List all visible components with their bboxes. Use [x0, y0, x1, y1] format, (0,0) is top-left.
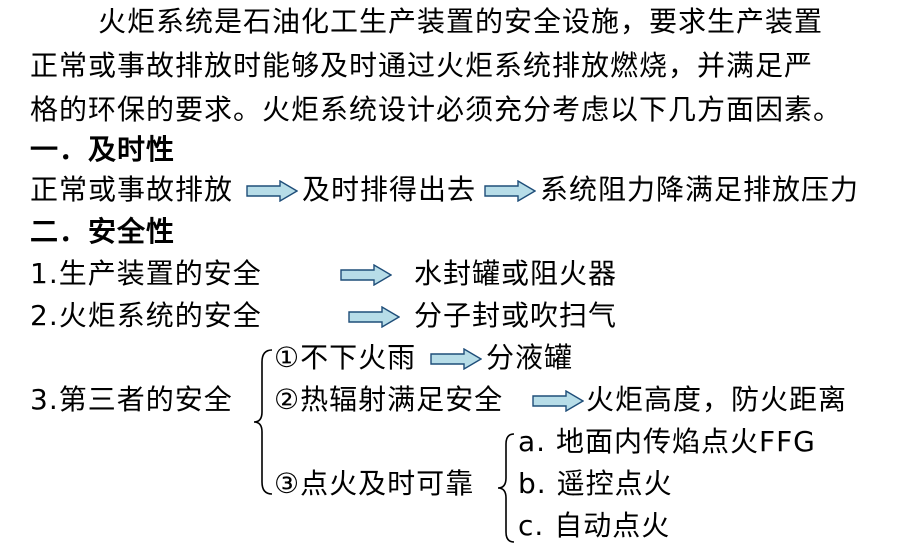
sub-item-3-label: ③点火及时可靠 — [274, 467, 475, 500]
arrow-right-icon — [430, 348, 482, 370]
section-heading-safety: 二．安全性 — [30, 215, 176, 248]
sub-item-2-result: 火炬高度，防火距离 — [586, 383, 848, 416]
safety-item-3-label: 3.第三者的安全 — [30, 383, 233, 416]
intro-line-2: 正常或事故排放时能够及时通过火炬系统排放燃烧，并满足严 — [30, 49, 814, 82]
sub-item-1-result: 分液罐 — [486, 341, 574, 374]
safety-item-1-label: 1.生产装置的安全 — [30, 257, 262, 290]
ignition-option-c: c. 自动点火 — [518, 509, 671, 542]
flow-step-2: 及时排得出去 — [302, 173, 477, 206]
flow-step-1: 正常或事故排放 — [30, 173, 234, 206]
safety-item-2-result: 分子封或吹扫气 — [414, 299, 618, 332]
section-heading-timeliness: 一．及时性 — [30, 133, 176, 166]
arrow-right-icon — [348, 306, 400, 328]
safety-item-2-label: 2.火炬系统的安全 — [30, 299, 262, 332]
flow-step-3: 系统阻力降满足排放压力 — [540, 173, 860, 206]
arrow-right-icon — [340, 264, 392, 286]
sub-item-1-label: ①不下火雨 — [274, 341, 417, 374]
intro-line-1: 火炬系统是石油化工生产装置的安全设施，要求生产装置 — [98, 5, 824, 38]
ignition-option-b: b. 遥控点火 — [518, 467, 673, 500]
ignition-option-a: a. 地面内传焰点火FFG — [518, 425, 816, 458]
brace-icon — [253, 349, 273, 495]
arrow-right-icon — [246, 180, 298, 202]
arrow-right-icon — [532, 390, 584, 412]
intro-line-3: 格的环保的要求。火炬系统设计必须充分考虑以下几方面因素。 — [30, 93, 843, 126]
arrow-right-icon — [484, 180, 536, 202]
sub-item-2-label: ②热辐射满足安全 — [274, 383, 504, 416]
safety-item-1-result: 水封罐或阻火器 — [414, 257, 618, 290]
brace-icon — [497, 433, 515, 543]
